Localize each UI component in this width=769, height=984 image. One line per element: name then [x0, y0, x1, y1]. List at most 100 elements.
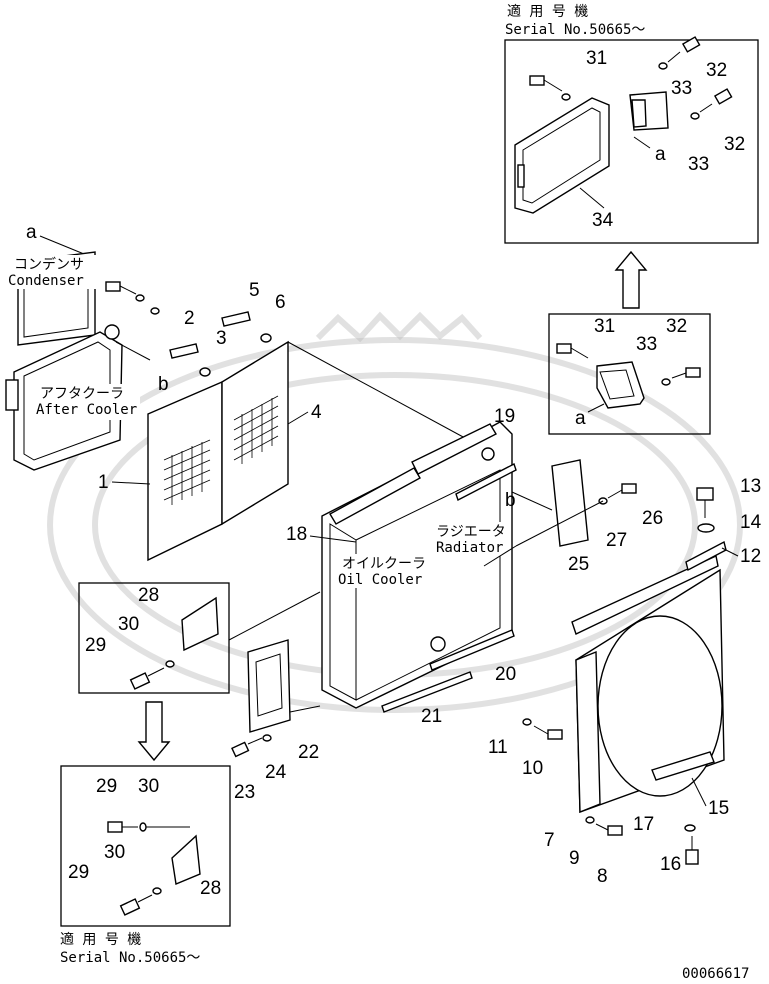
callout-14: 14	[740, 512, 762, 533]
bracket-31-middle	[596, 361, 645, 409]
callout-8: 8	[597, 866, 608, 887]
arrow-a-condenser	[39, 235, 85, 255]
condenser-label-jp: コンデンサ	[14, 256, 84, 273]
callout-33-middle: 33	[636, 334, 657, 355]
callout-15: 15	[708, 798, 729, 819]
arrow-up-icon	[614, 250, 648, 309]
callout-32-top-2: 32	[724, 134, 745, 155]
callout-31-top: 31	[586, 48, 607, 69]
after-cooler-label-jp: アフタクーラ	[40, 386, 124, 402]
bolt-10	[533, 725, 563, 740]
callout-27: 27	[606, 530, 627, 551]
leader-15	[691, 777, 707, 807]
leader-left-box	[228, 591, 321, 641]
washer-9	[585, 816, 595, 824]
bracket-31-detail	[629, 91, 669, 131]
plate-22	[247, 639, 291, 733]
detail-box-middle	[548, 313, 711, 435]
view-marker-a-middle: a	[575, 408, 586, 429]
bolt-32-top-a	[529, 75, 571, 101]
callout-12: 12	[740, 546, 761, 567]
oil-cooler-label-bg	[336, 554, 426, 588]
serial-note-bottom-line1: 適 用 号 機	[60, 931, 141, 948]
view-marker-b-radiator: b	[505, 490, 516, 511]
detail-box-top	[504, 39, 759, 244]
condenser-label-bg	[8, 255, 98, 289]
arrow-a-top	[633, 136, 651, 149]
arrow-down-icon	[137, 701, 171, 762]
callout-17: 17	[633, 814, 654, 835]
leader-1	[111, 481, 151, 485]
callout-11: 11	[488, 737, 508, 758]
after-cooler-label-en: After Cooler	[36, 402, 137, 418]
callout-33-top-2: 33	[688, 154, 709, 175]
callout-22: 22	[298, 742, 319, 763]
callout-16: 16	[660, 854, 681, 875]
detail-box-left	[78, 582, 230, 694]
arrow-a-middle	[587, 403, 605, 413]
callout-23: 23	[234, 782, 255, 803]
leader-34	[579, 187, 605, 209]
after-cooler-label-bg	[30, 384, 140, 420]
serial-note-top-line2: Serial No.50665～	[505, 22, 645, 38]
washer-17	[684, 824, 696, 832]
washer-11	[522, 718, 532, 726]
callout-26: 26	[642, 508, 663, 529]
callout-25: 25	[568, 554, 589, 575]
callout-28-left: 28	[138, 585, 159, 606]
fan-shroud	[571, 554, 725, 814]
washer-30-bottom-b	[152, 887, 162, 895]
oil-cooler-label-jp: オイルクーラ	[342, 556, 426, 572]
bracket-25	[551, 459, 589, 547]
bolt-26	[607, 483, 637, 499]
callout-24: 24	[265, 762, 287, 783]
washer-14	[697, 523, 715, 533]
bolt-29-left	[129, 667, 165, 690]
screen-1	[147, 380, 223, 562]
callout-7: 7	[544, 830, 555, 851]
callout-4: 4	[311, 402, 322, 423]
radiator-label-en: Radiator	[436, 540, 503, 556]
bolt-23	[231, 737, 263, 758]
bolt-32-top-b	[658, 36, 701, 70]
bolt-29-bottom-b	[119, 894, 153, 916]
washer-24	[262, 734, 272, 742]
leader-26	[515, 500, 604, 547]
view-marker-a-top: a	[655, 144, 666, 165]
wing-bolts	[169, 311, 272, 377]
drawing-number: 00066617	[682, 966, 749, 982]
condenser-bolt	[105, 281, 160, 315]
arrow-b-radiator	[511, 491, 553, 511]
callout-19: 19	[494, 406, 515, 427]
serial-note-top-line1: 適 用 号 機	[507, 3, 588, 20]
callout-30-bottom-2: 30	[104, 842, 125, 863]
callout-21: 21	[421, 706, 442, 727]
washer-30-bottom-a	[139, 822, 147, 832]
screen-4	[221, 340, 289, 526]
callout-34: 34	[592, 210, 614, 231]
callout-29-bottom-2: 29	[68, 862, 89, 883]
condenser-label-en: Condenser	[8, 273, 84, 289]
leader-radiator	[483, 545, 517, 567]
callout-31-middle: 31	[594, 316, 615, 337]
leader-4	[287, 411, 309, 425]
view-marker-a-condenser: a	[26, 222, 37, 243]
bolt-13	[696, 487, 714, 518]
leader-22-plate	[289, 705, 321, 713]
callout-29-bottom-1: 29	[96, 776, 117, 797]
serial-note-bottom-line2: Serial No.50665～	[60, 950, 200, 966]
bracket-28-left	[181, 596, 219, 652]
bolt-16	[685, 836, 699, 865]
callout-18: 18	[286, 524, 307, 545]
bolt-8	[595, 823, 623, 836]
callout-30-bottom-1: 30	[138, 776, 159, 797]
bolt-29-bottom-a	[107, 821, 138, 833]
bolt-32-middle-b	[661, 367, 701, 386]
callout-3: 3	[216, 328, 227, 349]
callout-32-top-1: 32	[706, 60, 727, 81]
callout-28-bottom: 28	[200, 878, 221, 899]
callout-30-left: 30	[118, 614, 139, 635]
seal-20	[429, 629, 515, 671]
leader-12	[721, 547, 739, 557]
